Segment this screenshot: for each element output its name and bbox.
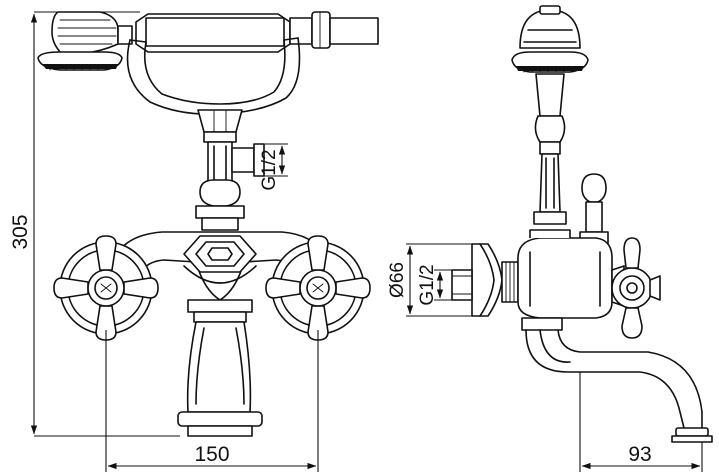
front-view <box>37 11 379 437</box>
dim-label-flange-diameter: Ø66 <box>387 262 408 298</box>
spout-front <box>177 299 263 437</box>
right-cross-handle <box>265 235 371 341</box>
dim-label-150: 150 <box>194 443 229 466</box>
side-shower-head <box>511 5 589 73</box>
dim-label-thread-side: G1/2 <box>417 264 438 305</box>
dim-label-93: 93 <box>628 443 651 466</box>
left-cross-handle <box>53 235 159 341</box>
side-riser <box>533 73 567 225</box>
center-nut <box>183 235 257 273</box>
dimension-lines <box>30 11 703 472</box>
side-view <box>451 5 713 443</box>
side-diverter-lever <box>565 173 609 247</box>
shower-handle <box>135 11 379 53</box>
hand-shower-head <box>37 11 133 71</box>
diverter-knob <box>195 179 245 231</box>
side-spout <box>521 317 713 443</box>
wall-flange <box>451 243 519 317</box>
dim-label-305: 305 <box>9 214 32 249</box>
dim-label-thread-front: G1/2 <box>259 149 280 190</box>
side-cross-knob <box>611 237 661 339</box>
side-body <box>517 229 613 319</box>
